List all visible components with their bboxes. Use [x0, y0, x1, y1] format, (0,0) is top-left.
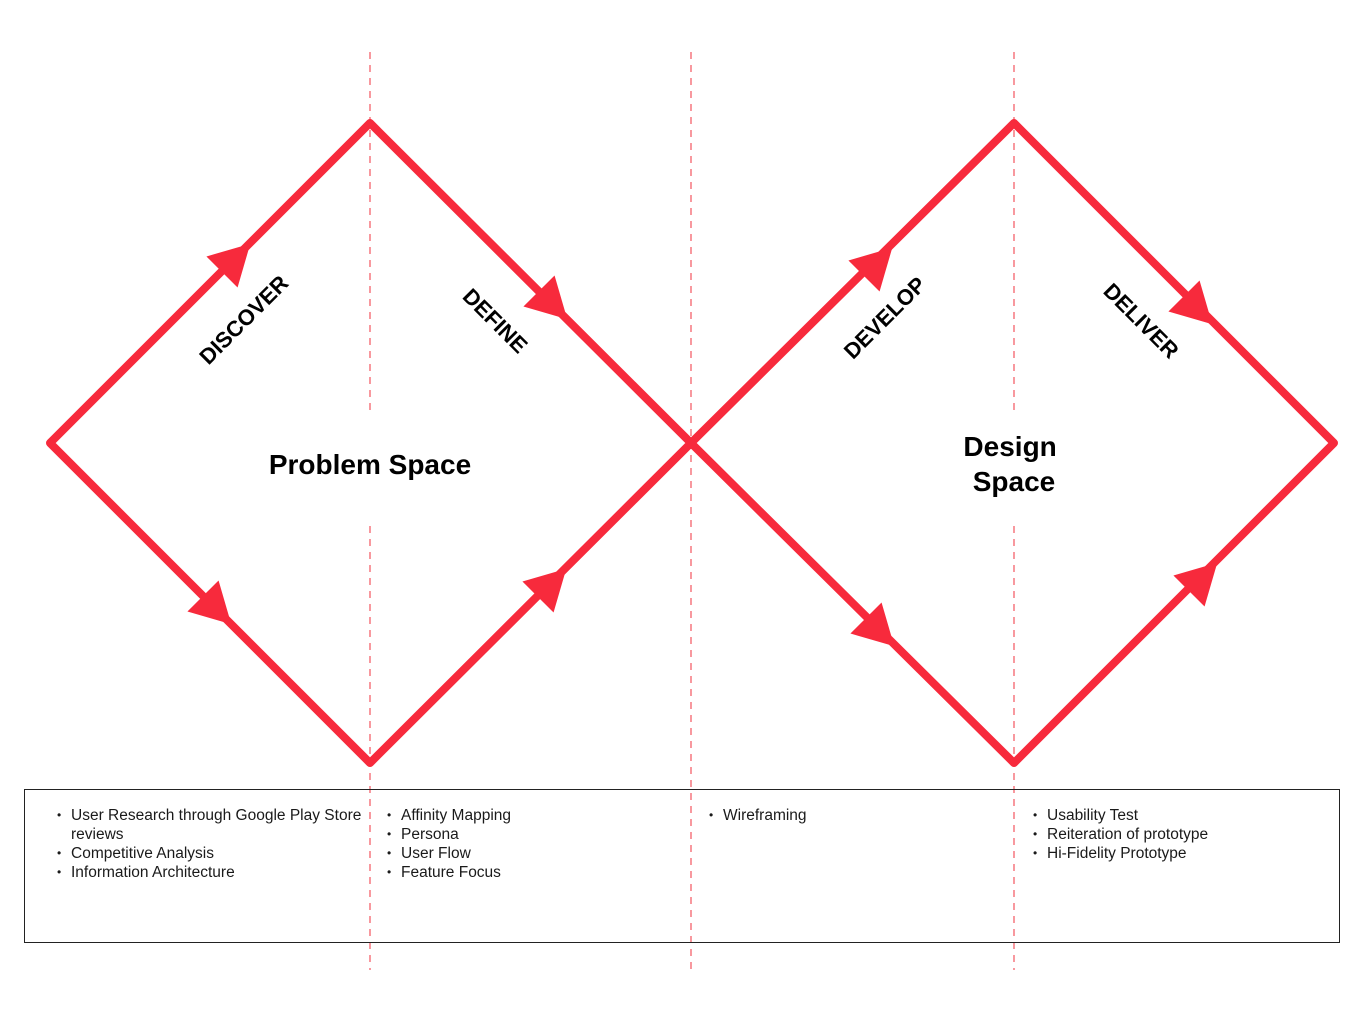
activities-develop-list: Wireframing [705, 806, 1005, 825]
activity-item: Usability Test [1029, 806, 1329, 825]
activities-deliver-column: Usability Test Reiteration of prototype … [1029, 806, 1329, 863]
flow-arrows [187, 243, 1218, 647]
problem-space-title-line: Problem Space [269, 449, 471, 480]
arrow-discover-down-icon [187, 580, 232, 625]
activities-develop-column: Wireframing [705, 806, 1005, 825]
arrow-deliver-up-icon [1173, 562, 1218, 607]
problem-space-diamond [46, 119, 695, 767]
phase-label-deliver: DELIVER [1099, 278, 1184, 363]
activity-item: Information Architecture [53, 863, 369, 882]
arrow-deliver-down-icon [1168, 280, 1213, 325]
activities-deliver-list: Usability Test Reiteration of prototype … [1029, 806, 1329, 863]
design-space-title-line-1: Design [963, 431, 1056, 462]
problem-space-title: Problem Space [269, 449, 471, 480]
design-space-title: Design Space [963, 431, 1064, 497]
activity-item: User Research through Google Play Store … [53, 806, 369, 844]
activities-table: User Research through Google Play Store … [24, 789, 1340, 943]
activity-item: User Flow [383, 844, 683, 863]
arrow-develop-down-icon [850, 602, 895, 647]
arrow-discover-up-icon [206, 243, 251, 288]
activity-item: Competitive Analysis [53, 844, 369, 863]
activity-item: Persona [383, 825, 683, 844]
activity-item: Reiteration of prototype [1029, 825, 1329, 844]
arrow-define-up-icon [522, 568, 567, 613]
activity-item: Hi-Fidelity Prototype [1029, 844, 1329, 863]
activities-define-list: Affinity Mapping Persona User Flow Featu… [383, 806, 683, 882]
activities-discover-column: User Research through Google Play Store … [53, 806, 369, 882]
arrow-define-down-icon [523, 275, 568, 320]
phase-label-define: DEFINE [458, 283, 533, 358]
activity-item: Feature Focus [383, 863, 683, 882]
arrow-develop-up-icon [848, 247, 893, 292]
activity-item: Affinity Mapping [383, 806, 683, 825]
activities-discover-list: User Research through Google Play Store … [53, 806, 369, 882]
phase-dividers [369, 52, 1015, 970]
activity-item: Wireframing [705, 806, 1005, 825]
design-space-title-line-2: Space [973, 466, 1056, 497]
activities-define-column: Affinity Mapping Persona User Flow Featu… [383, 806, 683, 882]
design-space-diamond [687, 119, 1338, 767]
